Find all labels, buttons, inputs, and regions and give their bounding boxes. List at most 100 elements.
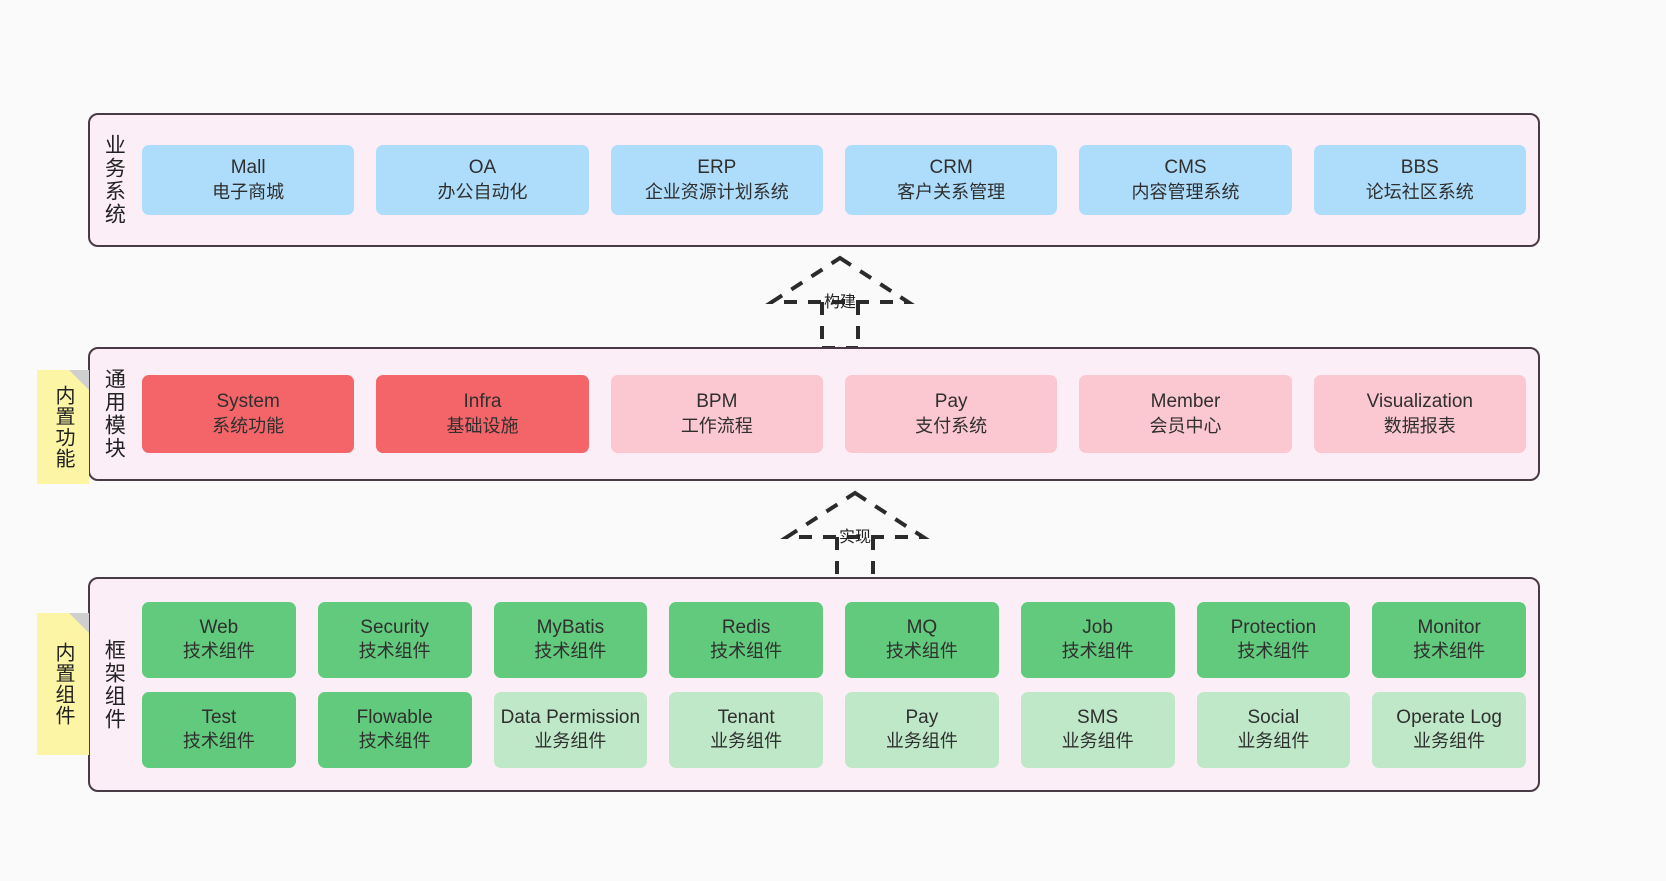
node-tenant-en: Tenant: [717, 706, 775, 728]
node-web-en: Web: [199, 616, 239, 638]
node-erp-en: ERP: [697, 157, 737, 179]
node-data-permission[interactable]: Data Permission 业务组件: [493, 691, 648, 768]
node-crm-en: CRM: [929, 157, 973, 179]
node-job-en: Job: [1082, 616, 1113, 638]
node-member-en: Member: [1150, 391, 1221, 413]
note-builtin-features[interactable]: 内置功能: [37, 370, 89, 484]
node-protection[interactable]: Protection 技术组件: [1196, 601, 1351, 678]
node-bbs[interactable]: BBS 论坛社区系统: [1313, 145, 1526, 215]
node-bbs-en: BBS: [1400, 157, 1439, 179]
note-builtin-components[interactable]: 内置组件: [37, 613, 89, 755]
node-pay-module-en: Pay: [934, 391, 968, 413]
node-oa-cn: 办公自动化: [437, 181, 528, 202]
node-infra-en: Infra: [463, 391, 502, 413]
node-web-cn: 技术组件: [182, 641, 255, 662]
node-job[interactable]: Job 技术组件: [1020, 601, 1175, 678]
node-tenant-cn: 业务组件: [710, 731, 783, 752]
node-security[interactable]: Security 技术组件: [317, 601, 472, 678]
connector-implement-label: 实现: [838, 529, 871, 546]
node-test-en: Test: [201, 706, 237, 728]
node-system[interactable]: System 系统功能: [142, 375, 355, 453]
node-system-en: System: [216, 391, 280, 413]
node-visualization-en: Visualization: [1366, 391, 1473, 413]
node-mq-cn: 技术组件: [885, 641, 958, 662]
node-mybatis[interactable]: MyBatis 技术组件: [493, 601, 648, 678]
node-mall-en: Mall: [230, 157, 266, 179]
layer-framework-components[interactable]: 框架组件 Web 技术组件 Security 技术组件 MyBatis 技术组件…: [88, 577, 1540, 792]
node-redis-cn: 技术组件: [710, 641, 783, 662]
node-mybatis-cn: 技术组件: [534, 641, 607, 662]
node-cms[interactable]: CMS 内容管理系统: [1079, 145, 1292, 215]
layer-framework-title: 框架组件: [102, 638, 126, 731]
node-flowable[interactable]: Flowable 技术组件: [317, 691, 472, 768]
layer-business-body: Mall 电子商城 OA 办公自动化 ERP 企业资源计划系统 CRM 客户关系…: [136, 115, 1538, 245]
node-pay-module-cn: 支付系统: [915, 415, 988, 436]
layer-common-title: 通用模块: [102, 368, 126, 460]
node-test[interactable]: Test 技术组件: [142, 691, 296, 768]
node-mq-en: MQ: [906, 616, 938, 638]
node-bpm-en: BPM: [696, 391, 738, 413]
layer-common-row: System 系统功能 Infra 基础设施 BPM 工作流程 Pay 支付系统…: [142, 375, 1526, 453]
node-bbs-cn: 论坛社区系统: [1365, 181, 1474, 202]
node-bpm-cn: 工作流程: [680, 415, 753, 436]
layer-business-title: 业务系统: [102, 134, 126, 226]
node-redis[interactable]: Redis 技术组件: [669, 601, 823, 678]
node-flowable-en: Flowable: [356, 706, 433, 728]
node-crm-cn: 客户关系管理: [897, 181, 1006, 202]
connector-build-label: 构建: [823, 294, 856, 311]
node-monitor-en: Monitor: [1417, 616, 1481, 638]
node-protection-en: Protection: [1230, 616, 1317, 638]
node-mall-cn: 电子商城: [212, 181, 285, 202]
layer-business-row: Mall 电子商城 OA 办公自动化 ERP 企业资源计划系统 CRM 客户关系…: [142, 145, 1526, 215]
node-member[interactable]: Member 会员中心: [1079, 375, 1292, 453]
node-security-cn: 技术组件: [358, 641, 431, 662]
node-social-en: Social: [1247, 706, 1300, 728]
layer-framework-body: Web 技术组件 Security 技术组件 MyBatis 技术组件 Redi…: [136, 579, 1538, 790]
connector-implement: 实现: [775, 487, 935, 587]
note-builtin-features-label: 内置功能: [52, 385, 74, 469]
node-social[interactable]: Social 业务组件: [1196, 691, 1351, 768]
node-job-cn: 技术组件: [1061, 641, 1134, 662]
node-social-cn: 业务组件: [1237, 731, 1310, 752]
layer-framework-row-business: Test 技术组件 Flowable 技术组件 Data Permission …: [142, 691, 1526, 768]
node-sms-en: SMS: [1077, 706, 1119, 728]
node-web[interactable]: Web 技术组件: [142, 601, 296, 678]
node-infra[interactable]: Infra 基础设施: [376, 375, 589, 453]
node-monitor[interactable]: Monitor 技术组件: [1372, 601, 1526, 678]
node-operate-log-en: Operate Log: [1396, 706, 1502, 728]
node-visualization[interactable]: Visualization 数据报表: [1313, 375, 1526, 453]
node-pay-module[interactable]: Pay 支付系统: [844, 375, 1058, 453]
node-erp-cn: 企业资源计划系统: [644, 181, 789, 202]
node-operate-log[interactable]: Operate Log 业务组件: [1372, 691, 1526, 768]
node-crm[interactable]: CRM 客户关系管理: [844, 145, 1058, 215]
node-data-permission-en: Data Permission: [500, 706, 641, 728]
layer-framework-row-tech: Web 技术组件 Security 技术组件 MyBatis 技术组件 Redi…: [142, 601, 1526, 678]
node-test-cn: 技术组件: [182, 731, 255, 752]
node-cms-en: CMS: [1164, 157, 1207, 179]
node-pay-component[interactable]: Pay 业务组件: [845, 691, 999, 768]
node-mybatis-en: MyBatis: [536, 616, 605, 638]
node-mall[interactable]: Mall 电子商城: [142, 145, 355, 215]
node-erp[interactable]: ERP 企业资源计划系统: [610, 145, 823, 215]
node-security-en: Security: [360, 616, 429, 638]
node-flowable-cn: 技术组件: [358, 731, 431, 752]
node-pay-component-cn: 业务组件: [885, 731, 958, 752]
node-tenant[interactable]: Tenant 业务组件: [669, 691, 823, 768]
node-sms-cn: 业务组件: [1061, 731, 1134, 752]
node-protection-cn: 技术组件: [1237, 641, 1310, 662]
layer-common-modules[interactable]: 通用模块 System 系统功能 Infra 基础设施 BPM 工作流程 Pay…: [88, 347, 1540, 481]
connector-build: 构建: [760, 252, 920, 352]
node-operate-log-cn: 业务组件: [1413, 731, 1486, 752]
node-pay-component-en: Pay: [905, 706, 939, 728]
node-redis-en: Redis: [721, 616, 771, 638]
node-sms[interactable]: SMS 业务组件: [1020, 691, 1175, 768]
node-mq[interactable]: MQ 技术组件: [845, 601, 999, 678]
node-oa[interactable]: OA 办公自动化: [376, 145, 589, 215]
note-builtin-components-label: 内置组件: [52, 642, 74, 726]
layer-business-systems[interactable]: 业务系统 Mall 电子商城 OA 办公自动化 ERP 企业资源计划系统 CRM…: [88, 113, 1540, 247]
node-system-cn: 系统功能: [212, 415, 285, 436]
node-visualization-cn: 数据报表: [1383, 415, 1456, 436]
node-cms-cn: 内容管理系统: [1131, 181, 1240, 202]
node-bpm[interactable]: BPM 工作流程: [610, 375, 823, 453]
